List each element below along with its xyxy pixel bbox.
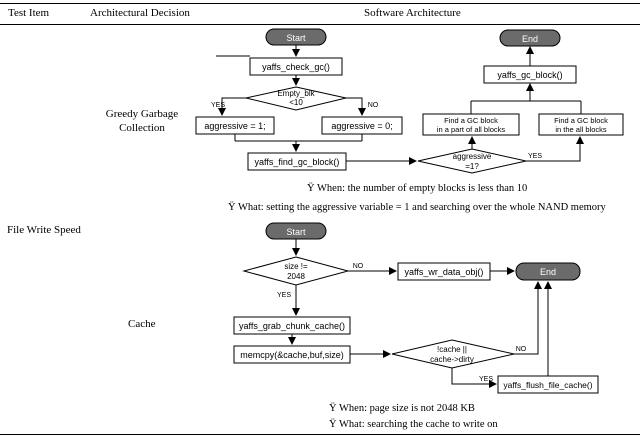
gc-aggressive-decision (417, 148, 527, 174)
header-architectural-decision: Architectural Decision (90, 7, 190, 19)
cache-no2-to-end (514, 281, 542, 355)
cache-yes-label: YES (277, 292, 291, 299)
gc-no-branch (346, 97, 366, 116)
cache-start-label: Start (286, 227, 306, 237)
gc-all-line2: in the all blocks (555, 125, 607, 134)
cache-size-line1: size != (284, 262, 308, 271)
gc-all-line1: Find a GC block (554, 116, 608, 125)
cache-size-line2: 2048 (287, 272, 305, 281)
gc-start-label: Start (286, 33, 306, 43)
cache-flowchart: Start size != 2048 NO yaffs_wr_data_obj(… (233, 222, 599, 394)
decision-cache: Cache (128, 318, 156, 330)
gc-yes2-label: YES (528, 153, 542, 160)
cache-no-label: NO (353, 263, 364, 270)
gc-aggr0-label: aggressive = 0; (331, 121, 392, 131)
gc-check-label: yaffs_check_gc() (262, 62, 330, 72)
cache-flush-label: yaffs_flush_file_cache() (503, 380, 592, 390)
gc-end-node (499, 29, 561, 47)
cache-memcpy-label: memcpy(&cache,buf,size) (240, 350, 344, 360)
gc-find-label: yaffs_find_gc_block() (255, 157, 340, 167)
header-rule (0, 24, 640, 25)
decision-greedy-gc: Greedy Garbage Collection (102, 107, 182, 135)
gc-gcblock-label: yaffs_gc_block() (497, 70, 562, 80)
cache-yes2-label: YES (479, 376, 493, 383)
gc-part-line2: in a part of all blocks (437, 125, 506, 134)
header-software-architecture: Software Architecture (364, 7, 461, 19)
gc-part-line1: Find a GC block (444, 116, 498, 125)
table-top-rule (0, 3, 640, 4)
cache-end-label: End (540, 267, 556, 277)
gc-cond-line2: <10 (289, 98, 303, 107)
gc-flowchart: Start yaffs_check_gc() Empty_blk <10 YES… (195, 28, 624, 174)
cache-end-node (515, 262, 581, 281)
cache-yes2-to-flush (451, 368, 497, 388)
gc-aggr-q-line2: =1? (465, 162, 479, 171)
gc-aggr-q-line1: aggressive (453, 152, 492, 161)
cache-wr-label: yaffs_wr_data_obj() (405, 267, 484, 277)
gc-aggr1-label: aggressive = 1; (204, 121, 265, 131)
cache-no2-label: NO (516, 346, 527, 353)
gc-no-label: NO (368, 102, 379, 109)
gc-empty-blk-decision (245, 86, 347, 111)
test-item-file-write-speed: File Write Speed (7, 224, 81, 236)
cache-cc-line2: cache->dirty (430, 355, 474, 364)
gc-end-label: End (522, 34, 538, 44)
header-test-item: Test Item (8, 7, 50, 19)
gc-when-note: Ÿ When: the number of empty blocks is le… (307, 183, 528, 194)
gc-what-note: Ÿ What: setting the aggressive variable … (228, 202, 606, 213)
gc-yes-label: YES (211, 102, 225, 109)
cache-grab-label: yaffs_grab_chunk_cache() (239, 321, 345, 331)
gc-cond-line1: Empty_blk (277, 89, 315, 98)
cache-what-note: Ÿ What: searching the cache to write on (329, 419, 498, 430)
cache-cc-line1: !cache || (437, 345, 467, 354)
table-bottom-rule (0, 434, 640, 435)
cache-when-note: Ÿ When: page size is not 2048 KB (329, 403, 475, 414)
gc-yes-branch (218, 97, 246, 116)
decision-greedy-gc-text: Greedy Garbage Collection (105, 108, 179, 134)
gc-yes-to-all (526, 136, 584, 162)
